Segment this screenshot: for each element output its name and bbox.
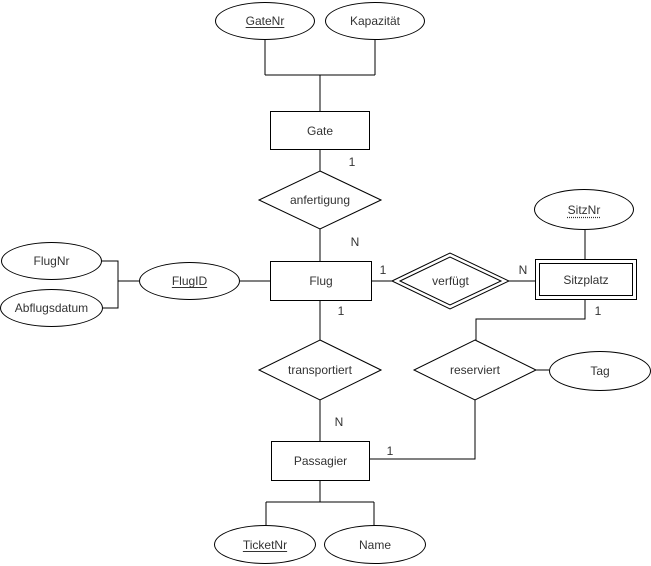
relationship-transportiert-shape	[257, 339, 383, 401]
relationship-anfertigung-shape	[257, 170, 383, 230]
connector-gatenr-gate	[264, 40, 376, 111]
relationship-transportiert-label-box: transportiert	[260, 356, 380, 384]
attribute-kapazitaet: Kapazität	[325, 2, 425, 40]
relationship-reserviert-label: reserviert	[449, 363, 500, 377]
relationship-verfuegt-label-box: verfügt	[392, 267, 509, 295]
entity-flug: Flug	[270, 261, 372, 301]
attribute-gatenr: GateNr	[215, 2, 315, 40]
attribute-sitznr-label: SitzNr	[567, 202, 601, 217]
cardinality-flug-transportiert: 1	[337, 304, 345, 318]
connector-flug-attributes	[101, 260, 270, 309]
relationship-anfertigung-label: anfertigung	[289, 193, 351, 207]
entity-gate-label: Gate	[306, 123, 333, 138]
connector-reserviert-passagier	[370, 400, 476, 460]
attribute-kapazitaet-label: Kapazität	[349, 14, 401, 28]
entity-flug-label: Flug	[309, 274, 333, 288]
entity-sitzplatz-label: Sitzplatz	[563, 272, 609, 287]
entity-passagier-label: Passagier	[293, 454, 348, 468]
attribute-ticketnr: TicketNr	[214, 525, 316, 564]
relationship-reserviert-shape	[412, 339, 538, 401]
relationship-anfertigung-label-box: anfertigung	[260, 186, 380, 214]
entity-gate: Gate	[270, 111, 370, 150]
relationship-reserviert-label-box: reserviert	[415, 356, 535, 384]
entity-sitzplatz-inner-border: Sitzplatz	[539, 263, 633, 296]
cardinality-anfertigung-flug: N	[350, 235, 360, 249]
cardinality-verfuegt-sitzplatz: N	[518, 263, 528, 277]
connector-sitzplatz-reserviert	[475, 300, 586, 340]
entity-passagier: Passagier	[271, 441, 370, 481]
attribute-tag-label: Tag	[590, 364, 610, 378]
cardinality-reserviert-passagier: 1	[386, 444, 394, 458]
cardinality-transportiert-passagier: N	[334, 415, 344, 429]
attribute-abflugsdatum-label: Abflugsdatum	[14, 301, 89, 315]
connector-passagier-attributes	[265, 481, 375, 525]
relationship-verfuegt-label: verfügt	[432, 274, 469, 288]
attribute-sitznr: SitzNr	[534, 189, 634, 230]
relationship-transportiert-label: transportiert	[287, 363, 353, 377]
attribute-tag: Tag	[549, 351, 651, 391]
cardinality-gate-anfertigung: 1	[348, 155, 356, 169]
cardinality-sitzplatz-reserviert: 1	[594, 304, 602, 318]
entity-sitzplatz: Sitzplatz	[535, 259, 637, 300]
attribute-name-label: Name	[358, 537, 391, 552]
relationship-verfuegt-shape-inner	[398, 256, 503, 306]
attribute-flugnr-label: FlugNr	[33, 254, 70, 268]
attribute-name: Name	[324, 525, 426, 564]
attribute-flugid: FlugID	[139, 262, 240, 300]
attribute-abflugsdatum: Abflugsdatum	[0, 289, 103, 327]
attribute-flugid-label: FlugID	[171, 274, 208, 288]
attribute-ticketnr-label: TicketNr	[242, 537, 288, 552]
cardinality-flug-verfuegt: 1	[379, 263, 387, 277]
attribute-gatenr-label: GateNr	[245, 14, 285, 28]
attribute-flugnr: FlugNr	[1, 242, 102, 280]
